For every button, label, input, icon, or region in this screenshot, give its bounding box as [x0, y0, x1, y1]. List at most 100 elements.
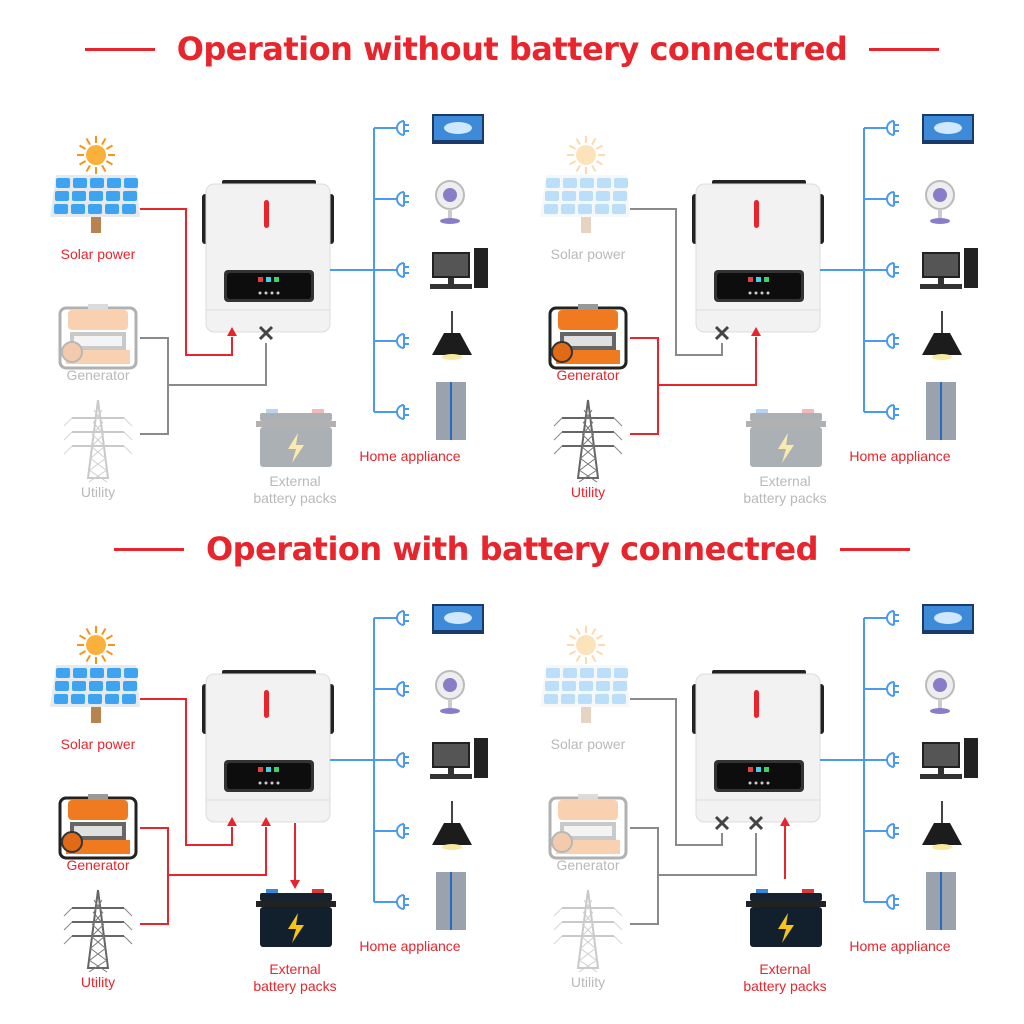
plug-icon [396, 333, 409, 349]
inverter-icon [202, 180, 334, 333]
fan-icon [435, 670, 465, 714]
plug-icon [886, 823, 899, 839]
battery-label-line2: battery packs [743, 978, 827, 994]
generator-icon [58, 304, 138, 370]
home-appliance-label: Home appliance [359, 938, 461, 954]
pv-input-line [630, 698, 723, 846]
utility-label: Utility [570, 974, 606, 990]
pv-arrow [227, 817, 237, 826]
plug-icon [396, 262, 409, 278]
battery-icon [746, 889, 826, 947]
status-led [264, 690, 269, 718]
computer-icon [920, 248, 978, 289]
title-rule-right [869, 47, 940, 51]
utility-pylon-icon [553, 889, 623, 973]
pv-input-line [140, 698, 233, 846]
plug-icon [886, 191, 899, 207]
generator-icon [548, 304, 628, 370]
lcd-display [717, 273, 801, 299]
solar-power-label: Solar power [550, 246, 626, 262]
tv-icon [432, 114, 484, 144]
ac-source-bus [140, 337, 169, 435]
home-appliance-label: Home appliance [849, 448, 951, 464]
computer-icon [920, 738, 978, 779]
ac-input-line [168, 827, 267, 876]
ac-blocked-cross [258, 325, 274, 341]
ac-source-bus [630, 827, 659, 925]
tv-icon [922, 114, 974, 144]
battery-icon [746, 409, 826, 467]
title-rule-right [840, 547, 911, 551]
power-flow-diagram [50, 114, 488, 483]
refrigerator-icon [926, 382, 956, 440]
home-appliance-label: Home appliance [359, 448, 461, 464]
plug-icon [886, 894, 899, 910]
sun-icon [567, 626, 605, 664]
plug-icon [396, 404, 409, 420]
plug-icon [886, 752, 899, 768]
title-rule-left [84, 47, 155, 51]
fan-icon [925, 180, 955, 224]
lamp-icon [922, 801, 962, 850]
plug-icon [886, 333, 899, 349]
battery-label-line1: External [759, 961, 811, 977]
status-led [264, 200, 269, 228]
lightning-icon [288, 433, 304, 463]
pv-input-line [140, 208, 233, 356]
section-title-with-battery: Operation with battery connectred [0, 530, 1024, 568]
pv-blocked-cross [714, 815, 730, 831]
section-title-text: Operation without battery connectred [176, 30, 848, 68]
plug-icon [396, 681, 409, 697]
solar-panel-icon [50, 136, 140, 233]
pv-input-line [630, 208, 723, 356]
generator-label: Generator [556, 857, 620, 873]
lightning-icon [778, 433, 794, 463]
lcd-display [717, 763, 801, 789]
generator-label: Generator [556, 367, 620, 383]
utility-label: Utility [80, 974, 116, 990]
battery-label-line1: External [269, 473, 321, 489]
section-title-text: Operation with battery connectred [205, 530, 819, 568]
solar-panel-icon [50, 626, 140, 723]
ac-arrow [261, 817, 271, 826]
refrigerator-icon [436, 872, 466, 930]
generator-label: Generator [66, 367, 130, 383]
plug-icon [396, 120, 409, 136]
utility-pylon-icon [63, 889, 133, 973]
status-led [754, 200, 759, 228]
fan-icon [925, 670, 955, 714]
plug-icon [886, 404, 899, 420]
plug-icon [886, 681, 899, 697]
battery-label-line2: battery packs [743, 490, 827, 506]
plug-icon [886, 120, 899, 136]
utility-label: Utility [80, 484, 116, 500]
tv-icon [432, 604, 484, 634]
utility-pylon-icon [553, 399, 623, 483]
home-appliance-label: Home appliance [849, 938, 951, 954]
section-title-without-battery: Operation without battery connectred [0, 30, 1024, 68]
inverter-icon [692, 180, 824, 333]
battery-label-line2: battery packs [253, 978, 337, 994]
pv-arrow [227, 327, 237, 336]
power-flow-diagram [540, 114, 978, 483]
power-flow-diagram [540, 604, 978, 973]
solar-power-label: Solar power [550, 736, 626, 752]
lcd-display [227, 273, 311, 299]
battery-charge-arrow [290, 880, 300, 889]
solar-power-label: Solar power [60, 246, 136, 262]
inverter-icon [692, 670, 824, 823]
utility-pylon-icon [63, 399, 133, 483]
plug-icon [396, 191, 409, 207]
lamp-icon [432, 311, 472, 360]
battery-discharge-arrow [780, 817, 790, 826]
lcd-display [227, 763, 311, 789]
ac-input-line [168, 343, 267, 386]
title-rule-left [113, 547, 184, 551]
battery-icon [256, 409, 336, 467]
refrigerator-icon [436, 382, 466, 440]
power-flow-diagram [50, 604, 488, 973]
utility-label: Utility [570, 484, 606, 500]
plug-icon [886, 610, 899, 626]
computer-icon [430, 248, 488, 289]
